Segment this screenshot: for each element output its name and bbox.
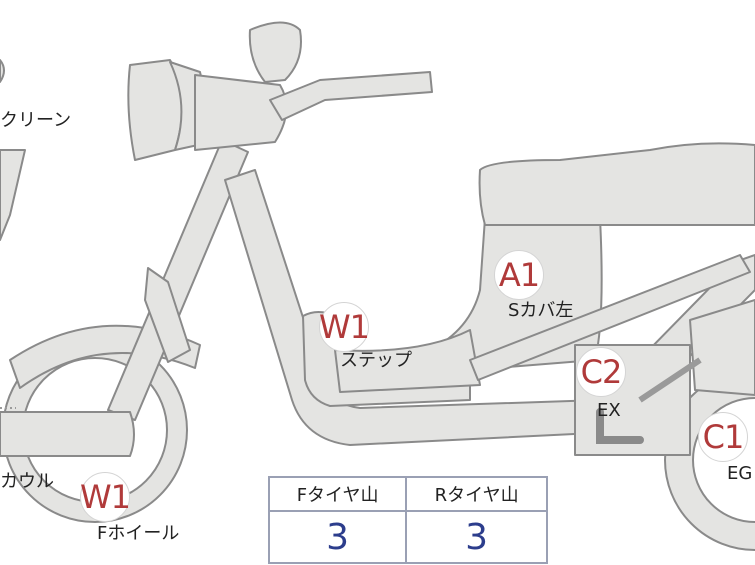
value-front-tire: 3 bbox=[267, 510, 408, 564]
label-side-cover-left: Sカバ左 bbox=[508, 300, 574, 321]
tire-table-value-row: 3 3 bbox=[267, 510, 548, 564]
label-screen: クリーン bbox=[0, 110, 72, 131]
exhaust-pipe bbox=[596, 408, 644, 444]
label-front-wheel: Fホイール bbox=[97, 523, 180, 544]
exhaust-link bbox=[638, 357, 702, 403]
handlebar bbox=[269, 71, 433, 121]
front-fork bbox=[107, 139, 249, 421]
badge-c2: C2 bbox=[576, 347, 626, 397]
value-rear-tire: 3 bbox=[405, 510, 548, 564]
handlebar-mount bbox=[194, 74, 288, 151]
screen-part bbox=[0, 149, 26, 241]
badge-a1: A1 bbox=[494, 250, 544, 300]
label-cowl: カウル bbox=[0, 471, 54, 492]
seat bbox=[478, 142, 755, 226]
label-eg: EG bbox=[727, 463, 753, 484]
badge-w1-step: W1 bbox=[319, 302, 370, 352]
label-ex: EX bbox=[597, 400, 621, 421]
screen-top-part bbox=[0, 59, 5, 83]
tire-tread-table: Fタイヤ山 Rタイヤ山 3 3 bbox=[267, 476, 548, 564]
mirror bbox=[248, 21, 302, 83]
tire-table-header-row: Fタイヤ山 Rタイヤ山 bbox=[267, 476, 548, 512]
step-link bbox=[334, 329, 481, 393]
steering-neck bbox=[144, 267, 191, 363]
rear-frame-bar bbox=[469, 254, 751, 381]
label-step: ステップ bbox=[340, 350, 412, 371]
header-front-tire: Fタイヤ山 bbox=[267, 476, 408, 512]
header-rear-tire: Rタイヤ山 bbox=[405, 476, 548, 512]
front-cowl bbox=[0, 411, 135, 457]
badge-c1: C1 bbox=[698, 412, 748, 462]
badge-w1-wheel: W1 bbox=[80, 472, 131, 522]
